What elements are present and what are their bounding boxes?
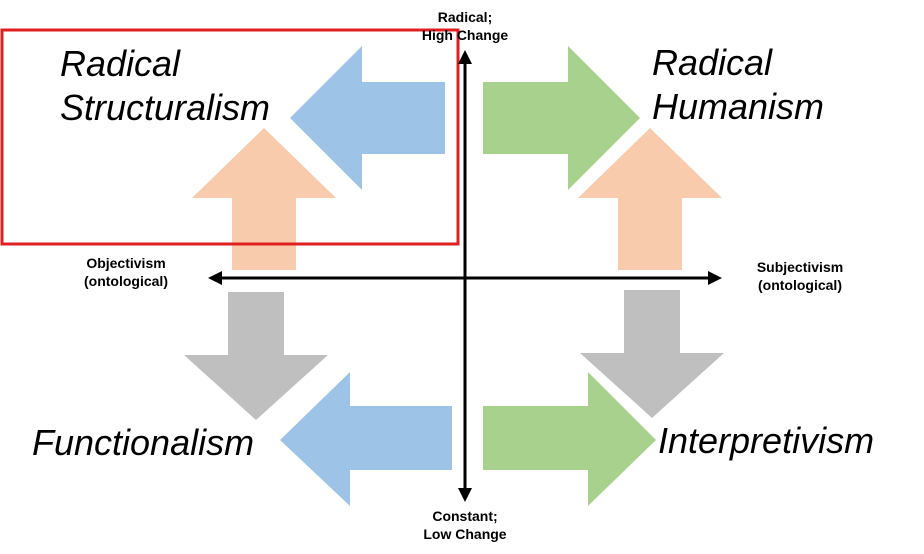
axis-label-bottom: Constant; Low Change bbox=[395, 507, 535, 543]
axis-label-top: Radical; High Change bbox=[395, 8, 535, 44]
quadrant-label-interpretivism: Interpretivism bbox=[658, 419, 874, 463]
quadrant-label-text: Interpretivism bbox=[658, 420, 875, 461]
quadrant-label-radical-humanism: Radical Humanism bbox=[652, 41, 824, 129]
axis-label-line: Subjectivism bbox=[756, 259, 844, 275]
quadrant-label-text: Functionalism bbox=[32, 422, 255, 463]
horizontal-axis-right-arrowhead bbox=[708, 271, 722, 285]
green-arrow-top-right bbox=[483, 46, 640, 190]
axis-label-line: Radical; bbox=[437, 9, 493, 25]
highlight-box bbox=[0, 28, 460, 246]
quadrant-label-functionalism: Functionalism bbox=[32, 421, 254, 465]
vertical-axis-bottom-arrowhead bbox=[458, 488, 472, 502]
vertical-axis-top-arrowhead bbox=[458, 50, 472, 64]
quadrant-label-line: Radical bbox=[60, 43, 181, 84]
axis-label-right: Subjectivism (ontological) bbox=[738, 258, 862, 294]
axis-label-line: High Change bbox=[421, 27, 509, 43]
axis-label-line: (ontological) bbox=[758, 277, 842, 293]
axis-label-line: Objectivism bbox=[86, 255, 166, 271]
quadrant-label-line: Humanism bbox=[652, 86, 825, 127]
axis-label-left: Objectivism (ontological) bbox=[66, 254, 186, 290]
blue-arrow-top-left bbox=[290, 46, 445, 190]
green-arrow-bottom-right bbox=[483, 372, 656, 506]
horizontal-axis bbox=[208, 271, 722, 285]
quadrant-label-radical-structuralism: Radical Structuralism bbox=[60, 42, 270, 130]
peach-arrow-top-right bbox=[578, 128, 722, 270]
axis-label-line: Low Change bbox=[423, 526, 507, 542]
vertical-axis bbox=[458, 50, 472, 502]
peach-arrow-top-left bbox=[192, 128, 336, 270]
gray-arrow-bottom-right bbox=[580, 290, 724, 418]
gray-arrow-bottom-left bbox=[184, 292, 328, 420]
quadrant-label-line: Structuralism bbox=[60, 87, 271, 128]
quadrant-label-line: Radical bbox=[652, 42, 773, 83]
axis-label-line: Constant; bbox=[432, 508, 498, 524]
horizontal-axis-left-arrowhead bbox=[208, 271, 222, 285]
axis-label-line: (ontological) bbox=[84, 273, 168, 289]
blue-arrow-bottom-left bbox=[280, 372, 452, 506]
